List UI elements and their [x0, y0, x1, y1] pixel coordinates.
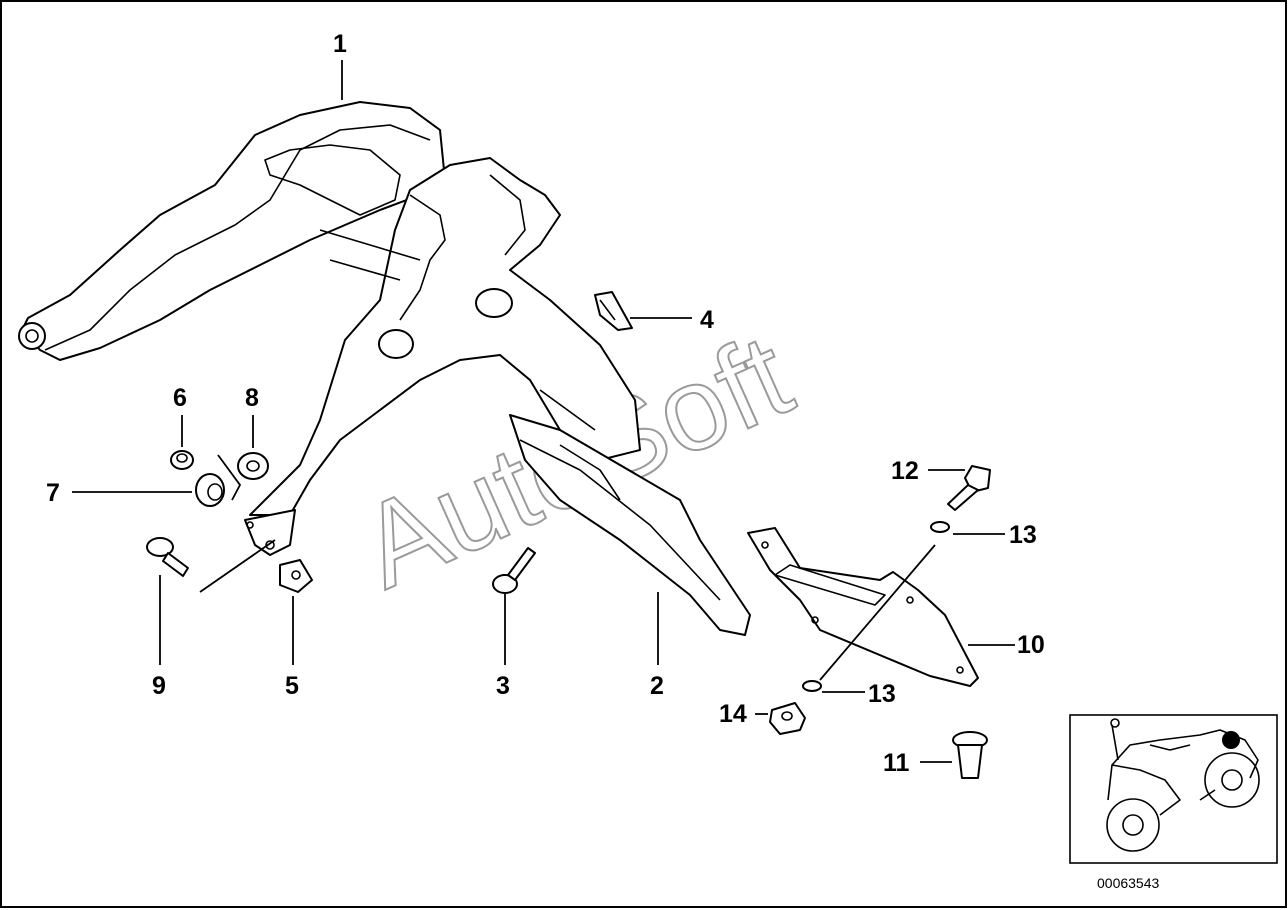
- callout-4: 4: [700, 306, 714, 334]
- callout-8: 8: [245, 384, 259, 412]
- part-6-bush: [170, 450, 194, 470]
- callout-7: 7: [46, 479, 60, 507]
- callout-3: 3: [496, 672, 510, 700]
- part-2-plate-carrier: [509, 414, 751, 636]
- part-5-speed-nut: [279, 559, 313, 593]
- callout-14: 14: [719, 700, 747, 728]
- image-code: 00063543: [1097, 875, 1160, 891]
- callout-13-lower: 13: [868, 680, 896, 708]
- callout-11: 11: [883, 749, 910, 777]
- part-11-rubber-buffer: [952, 731, 988, 779]
- mounting-tab: [244, 509, 296, 556]
- locator-dot: [1222, 731, 1240, 749]
- part-1-tail-cover: [18, 101, 446, 361]
- callout-12: 12: [891, 457, 919, 485]
- part-7-grommet: [195, 473, 225, 507]
- callout-10: 10: [1017, 631, 1045, 659]
- callout-9: 9: [152, 672, 166, 700]
- part-1-rear-frame-cover: [249, 157, 641, 516]
- callout-2: 2: [650, 672, 664, 700]
- part-13-washer-upper: [930, 521, 950, 533]
- part-10-plate-bracket: [747, 527, 979, 687]
- part-13-washer-lower: [802, 680, 822, 692]
- leader-lines: [72, 60, 1015, 763]
- part-8-washer: [237, 452, 269, 480]
- part-14-nut: [769, 702, 806, 735]
- callout-5: 5: [285, 672, 299, 700]
- assembly-line-8: [217, 454, 242, 501]
- assembly-line-9: [199, 539, 276, 593]
- callout-1: 1: [333, 30, 347, 58]
- part-3-screw: [492, 547, 536, 594]
- callout-13-upper: 13: [1009, 521, 1037, 549]
- callout-6: 6: [173, 384, 187, 412]
- part-12-bolt: [947, 465, 991, 511]
- part-4-clip-nut: [594, 291, 633, 331]
- locator-thumbnail: [1069, 714, 1278, 864]
- assembly-line-10: [819, 544, 936, 681]
- part-9-screw: [146, 537, 189, 577]
